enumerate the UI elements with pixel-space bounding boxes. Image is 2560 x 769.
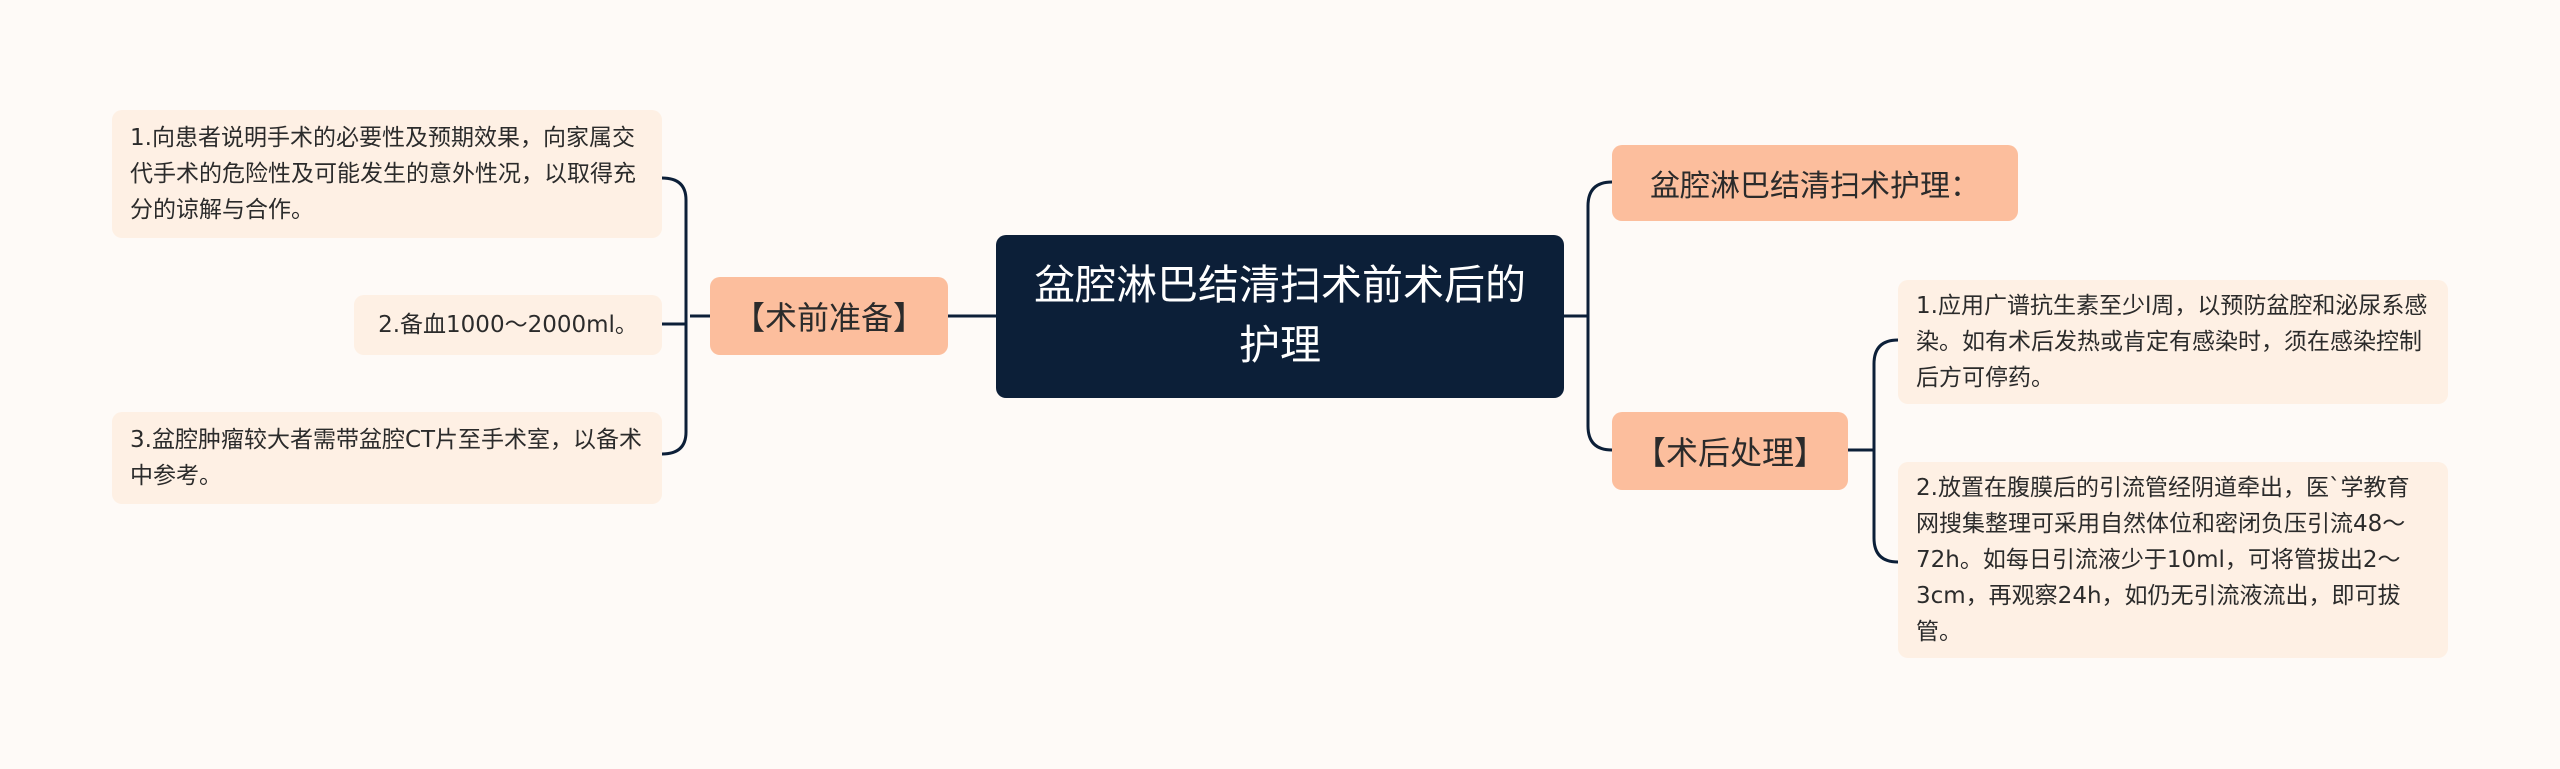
leaf-pre-op-1-text: 1.向患者说明手术的必要性及预期效果，向家属交代手术的危险性及可能发生的意外性况… [130, 125, 636, 223]
branch-pre-op-label: 【术前准备】 [732, 299, 925, 337]
leaf-pre-op-2-text: 2.备血1000～2000ml。 [378, 312, 638, 338]
leaf-post-op-2-text: 2.放置在腹膜后的引流管经阴道牵出，医`学教育网搜集整理可采用自然体位和密闭负压… [1916, 475, 2410, 645]
leaf-pre-op-2[interactable]: 2.备血1000～2000ml。 [354, 295, 662, 355]
connector-right-bracket [1586, 180, 1613, 452]
leaf-pre-op-3-text: 3.盆腔肿瘤较大者需带盆腔CT片至手术室，以备术中参考。 [130, 427, 643, 489]
branch-post-op-nursing[interactable]: 盆腔淋巴结清扫术护理： [1612, 145, 2018, 221]
connector-pre-op-to-leaf-1 [661, 176, 688, 456]
leaf-post-op-2[interactable]: 2.放置在腹膜后的引流管经阴道牵出，医`学教育网搜集整理可采用自然体位和密闭负压… [1898, 462, 2448, 658]
connector-post-op-to-leaves [1872, 338, 1899, 564]
branch-post-op[interactable]: 【术后处理】 [1612, 412, 1848, 490]
connector-pre-op-to-leaf-2 [662, 322, 686, 326]
root-topic-title: 盆腔淋巴结清扫术前术后的护理 [1034, 261, 1526, 369]
leaf-post-op-1-text: 1.应用广谱抗生素至少l周，以预防盆腔和泌尿系感染。如有术后发热或肯定有感染时，… [1916, 293, 2428, 391]
root-topic[interactable]: 盆腔淋巴结清扫术前术后的护理 [996, 235, 1564, 398]
branch-pre-op[interactable]: 【术前准备】 [710, 277, 948, 355]
leaf-post-op-1[interactable]: 1.应用广谱抗生素至少l周，以预防盆腔和泌尿系感染。如有术后发热或肯定有感染时，… [1898, 280, 2448, 404]
leaf-pre-op-1[interactable]: 1.向患者说明手术的必要性及预期效果，向家属交代手术的危险性及可能发生的意外性况… [112, 110, 662, 238]
leaf-pre-op-3[interactable]: 3.盆腔肿瘤较大者需带盆腔CT片至手术室，以备术中参考。 [112, 412, 662, 504]
branch-post-op-label: 【术后处理】 [1633, 434, 1826, 472]
branch-post-op-nursing-label: 盆腔淋巴结清扫术护理： [1650, 169, 1980, 204]
